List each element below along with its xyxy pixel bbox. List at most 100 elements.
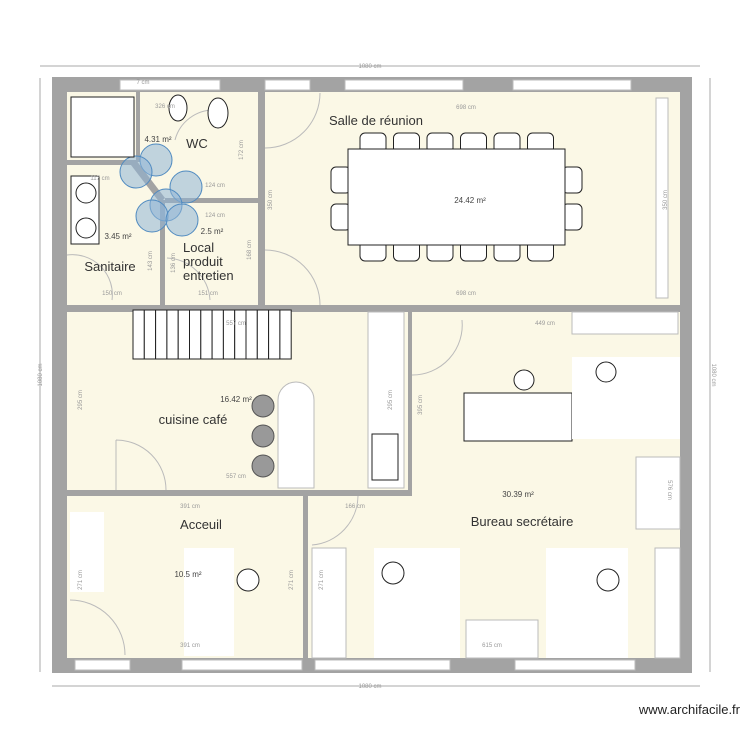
wc-label: WC bbox=[186, 136, 208, 151]
stair-tread bbox=[189, 309, 202, 360]
dim-local-side: 136 cm bbox=[171, 253, 177, 273]
dim-bureau-left-lower: 271 cm bbox=[319, 570, 325, 590]
shower-tray bbox=[70, 96, 135, 158]
bar-stool bbox=[251, 454, 275, 478]
kitchen-sink bbox=[371, 433, 399, 481]
door-swing bbox=[115, 439, 167, 491]
stair-tread bbox=[143, 309, 157, 360]
reception-desk bbox=[184, 548, 234, 656]
dim-cuisine-right: 295 cm bbox=[388, 390, 394, 410]
sanitaire-label: Sanitaire bbox=[84, 259, 135, 274]
window bbox=[264, 79, 311, 91]
desk bbox=[572, 357, 680, 439]
stair-tread bbox=[166, 309, 179, 360]
dim-local-width: 151 cm bbox=[198, 291, 218, 297]
dimension-left-label: 1080 cm bbox=[38, 363, 44, 386]
stair-tread bbox=[177, 309, 190, 360]
dim-sanitaire-width: 150 cm bbox=[102, 291, 122, 297]
door-swing bbox=[411, 319, 463, 376]
dim-bureau-right: 576 cm bbox=[666, 480, 672, 500]
room-labels: 4.31 m² WC 3.45 m² Sanitaire 2.5 m² Loca… bbox=[84, 113, 573, 579]
cabinet bbox=[635, 456, 681, 530]
bureau-area: 30.39 m² bbox=[502, 490, 534, 499]
office-chair bbox=[513, 369, 535, 391]
dim-wc-joint: 124 cm bbox=[205, 183, 225, 189]
window bbox=[655, 97, 669, 299]
cuisine-area: 16.42 m² bbox=[220, 395, 252, 404]
plumbing-joints bbox=[119, 143, 203, 237]
dim-sanitaire-height: 143 cm bbox=[148, 251, 154, 271]
dim-wc-width: 326 cm bbox=[155, 104, 175, 110]
dim-bureau-step: 166 cm bbox=[345, 504, 365, 510]
dim-local-top: 124 cm bbox=[205, 213, 225, 219]
stair-tread bbox=[234, 309, 247, 360]
stair-tread bbox=[211, 309, 224, 360]
room-dimensions: 7 cm 326 cm 172 cm 124 cm 117 cm 150 cm … bbox=[78, 80, 672, 649]
kitchen-furniture bbox=[132, 309, 405, 489]
door-swing bbox=[264, 92, 321, 149]
door-swing bbox=[264, 249, 321, 306]
accueil-area: 10.5 m² bbox=[174, 570, 201, 579]
stair-tread bbox=[200, 309, 213, 360]
accueil-label: Acceuil bbox=[180, 517, 222, 532]
meeting-table-group bbox=[330, 132, 583, 262]
doors bbox=[66, 92, 463, 656]
washbasin bbox=[75, 182, 97, 204]
window bbox=[119, 79, 221, 91]
dim-cuisine-top: 557 cm bbox=[226, 321, 246, 327]
dim-local-height: 168 cm bbox=[247, 240, 253, 260]
desk bbox=[412, 548, 460, 658]
dim-bureau-left-upper: 395 cm bbox=[418, 395, 424, 415]
desk bbox=[463, 392, 573, 442]
desk bbox=[546, 548, 628, 658]
dim-cuisine-bottom: 557 cm bbox=[226, 474, 246, 480]
toilet bbox=[168, 94, 188, 122]
bar-stool bbox=[251, 394, 275, 418]
meeting-table bbox=[347, 148, 566, 246]
sanitaire-area: 3.45 m² bbox=[104, 232, 131, 241]
stair-tread bbox=[256, 309, 270, 360]
kitchen-island bbox=[277, 381, 315, 489]
window bbox=[181, 659, 303, 671]
sanitary-fixtures bbox=[70, 94, 229, 245]
dim-cuisine-left: 295 cm bbox=[78, 390, 84, 410]
cabinet bbox=[654, 547, 681, 659]
bar-stool bbox=[251, 424, 275, 448]
plumbing-joint bbox=[135, 199, 169, 233]
dim-reunion-right: 350 cm bbox=[663, 190, 669, 210]
wc-area: 4.31 m² bbox=[144, 135, 171, 144]
watermark: www.archifacile.fr bbox=[638, 702, 741, 717]
stair-tread bbox=[245, 309, 258, 360]
stair-tread bbox=[279, 309, 292, 360]
local-area: 2.5 m² bbox=[201, 227, 224, 236]
cabinet bbox=[571, 311, 679, 335]
washbasin bbox=[75, 217, 97, 239]
shelving bbox=[70, 512, 104, 592]
plumbing-joint bbox=[119, 155, 153, 189]
window bbox=[74, 659, 131, 671]
dim-accueil-right: 271 cm bbox=[289, 570, 295, 590]
bureau-label: Bureau secrétaire bbox=[471, 514, 574, 529]
windows bbox=[74, 79, 669, 671]
window bbox=[314, 659, 451, 671]
dim-sanitaire-side: 117 cm bbox=[90, 176, 109, 182]
local-label-line2: produit bbox=[183, 254, 223, 269]
dim-reunion-top: 698 cm bbox=[456, 105, 476, 111]
toilet bbox=[207, 97, 229, 129]
office-chair bbox=[381, 561, 405, 585]
dimension-top-label: 1080 cm bbox=[358, 64, 381, 70]
local-label-line3: entretien bbox=[183, 268, 234, 283]
stair-tread bbox=[268, 309, 281, 360]
dim-accueil-left: 271 cm bbox=[78, 570, 84, 590]
local-label-line1: Local bbox=[183, 240, 214, 255]
office-chair bbox=[236, 568, 260, 592]
stair-tread bbox=[132, 309, 145, 360]
stair-tread bbox=[155, 309, 168, 360]
door-swing bbox=[166, 257, 211, 301]
office-furniture bbox=[70, 311, 681, 659]
reunion-label: Salle de réunion bbox=[329, 113, 423, 128]
office-chair bbox=[595, 361, 617, 383]
reunion-area: 24.42 m² bbox=[454, 196, 486, 205]
door-swing bbox=[69, 599, 126, 656]
